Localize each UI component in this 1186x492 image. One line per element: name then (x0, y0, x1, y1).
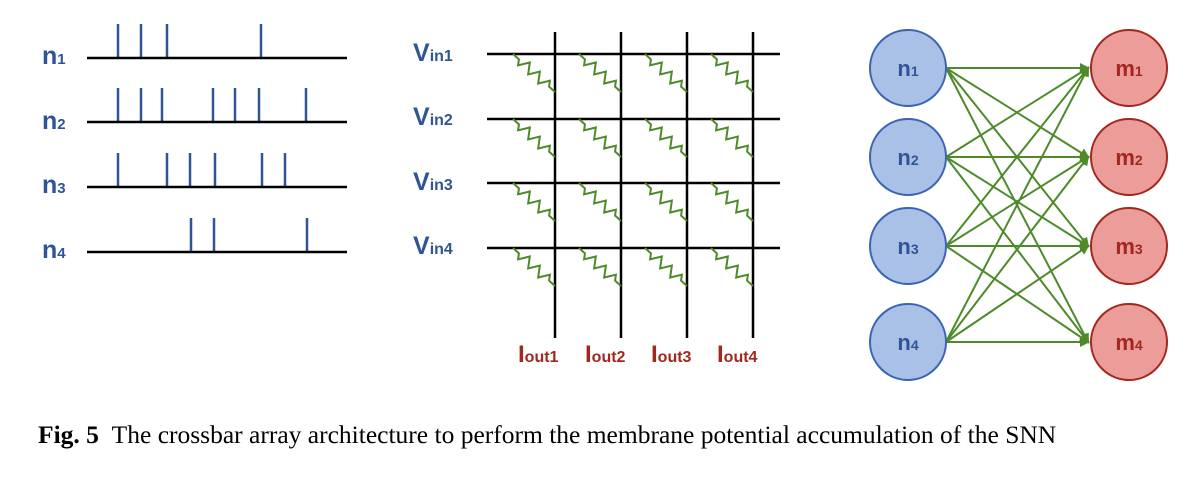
post-neuron-m2: m2 (1090, 118, 1168, 196)
crossbar-resistor (644, 247, 688, 287)
crossbar-resistors (512, 53, 754, 287)
figure-caption: Fig. 5 The crossbar array architecture t… (38, 419, 1168, 451)
spike-train-label-n3: n3 (42, 171, 66, 199)
network-panel: n1 n2 n3 n4 m1 m2 m3 m4 (869, 29, 1168, 381)
output-label-iout4: Iout4 (717, 341, 758, 368)
post-neuron-label-m3: m3 (1115, 234, 1143, 259)
spike-train-n1: n1 (42, 24, 347, 70)
crossbar-resistor (512, 247, 556, 287)
post-neuron-m4: m4 (1090, 303, 1168, 381)
crossbar-resistor (710, 247, 754, 287)
spike-train-label-n4: n4 (42, 236, 66, 264)
output-label-iout1: Iout1 (518, 341, 559, 368)
crossbar-resistor (710, 182, 754, 222)
synapse-arrow (945, 66, 1090, 158)
crossbar-resistor (578, 247, 622, 287)
synapse-arrow (945, 155, 1090, 247)
post-neuron-label-m4: m4 (1115, 330, 1143, 355)
spike-train-n2: n2 (42, 88, 347, 135)
pre-neuron-n2: n2 (869, 118, 947, 196)
output-label-iout2: Iout2 (585, 341, 626, 368)
crossbar-wires (487, 32, 780, 338)
spike-train-panel: n1 n2 n3 n4 (42, 24, 347, 264)
pre-neuron-n1: n1 (869, 29, 947, 107)
post-neuron-m3: m3 (1090, 207, 1168, 285)
spike-train-label-n1: n1 (42, 42, 66, 70)
synapse-arrow (945, 66, 1089, 343)
synapse-arrow (945, 244, 1090, 343)
crossbar-snn-diagram: n1 n2 n3 n4 Vin1 Vin2 Vin3 Vin4 Iout1 Io… (42, 24, 1168, 381)
spike-train-label-n2: n2 (42, 107, 66, 135)
pre-neuron-n3: n3 (869, 207, 947, 285)
crossbar-resistor (578, 118, 622, 158)
crossbar-resistor (644, 118, 688, 158)
pre-neuron-n4: n4 (869, 303, 947, 381)
crossbar-resistor (644, 53, 688, 93)
crossbar-resistor (578, 53, 622, 93)
input-label-vin2: Vin2 (413, 103, 453, 131)
crossbar-resistor (512, 182, 556, 222)
crossbar-resistor (710, 53, 754, 93)
figure-number: Fig. 5 (38, 420, 99, 449)
input-label-vin3: Vin3 (413, 168, 453, 196)
spike-train-n4: n4 (42, 218, 347, 264)
synapse-arrow (945, 66, 1090, 247)
post-neuron-label-m1: m1 (1115, 56, 1143, 81)
pre-neuron-label-n1: n1 (897, 56, 918, 81)
crossbar-resistor (644, 182, 688, 222)
pre-neuron-label-n2: n2 (897, 145, 918, 170)
crossbar-panel: Vin1 Vin2 Vin3 Vin4 Iout1 Iout2 Iout3 Io… (413, 32, 780, 368)
spike-train-n3: n3 (42, 153, 347, 199)
pre-neuron-label-n3: n3 (897, 234, 918, 259)
output-label-iout3: Iout3 (651, 341, 692, 368)
pre-neuron-label-n4: n4 (897, 330, 918, 355)
post-neuron-m1: m1 (1090, 29, 1168, 107)
input-label-vin1: Vin1 (413, 39, 453, 67)
crossbar-resistor (710, 118, 754, 158)
input-label-vin4: Vin4 (413, 232, 453, 260)
synapse-arrow (945, 155, 1090, 343)
crossbar-resistor (512, 53, 556, 93)
post-neuron-label-m2: m2 (1115, 145, 1143, 170)
synapse-connections (945, 63, 1090, 347)
crossbar-resistor (512, 118, 556, 158)
crossbar-resistor (578, 182, 622, 222)
caption-text: The crossbar array architecture to perfo… (111, 420, 1057, 449)
